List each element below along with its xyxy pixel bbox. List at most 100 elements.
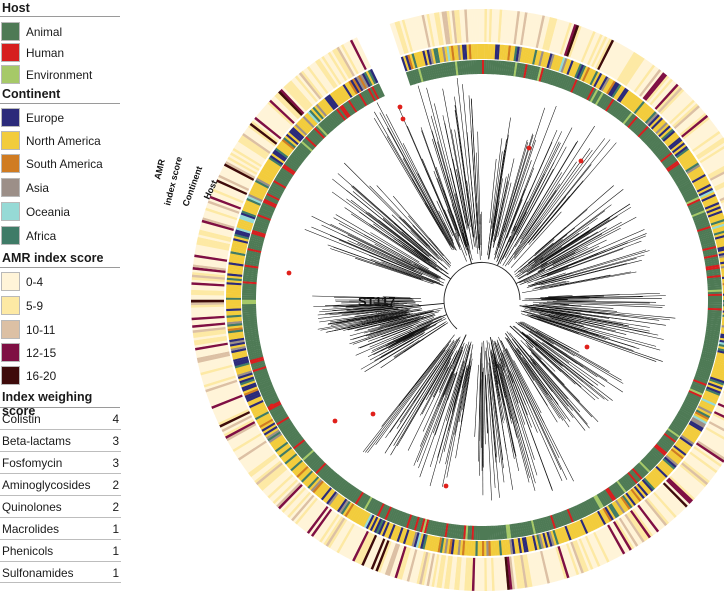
branch (514, 148, 591, 255)
ring-segment (291, 461, 305, 473)
ring-segment (700, 148, 724, 166)
ring-segment (237, 222, 253, 230)
ring-segment (697, 440, 724, 461)
ring-segment (621, 110, 632, 124)
ring-segment (229, 253, 246, 259)
ring-segment (242, 132, 271, 154)
ring-segment (696, 367, 711, 375)
ring-segment (700, 356, 715, 363)
ring-segment (394, 526, 402, 542)
ring-segment (570, 523, 578, 539)
ring-segment (243, 268, 258, 273)
ring-segment (226, 308, 242, 312)
branch (524, 360, 553, 401)
tip-marker (332, 418, 338, 424)
ring-segment (667, 451, 681, 463)
ring-segment (498, 44, 503, 60)
ring-segment (249, 191, 264, 201)
branch (455, 358, 473, 459)
ring-segment (596, 493, 606, 507)
ring-segment (288, 130, 302, 142)
ring-segment (274, 94, 300, 120)
branch (445, 366, 468, 465)
ring-segment (600, 77, 611, 92)
ring-segment (461, 540, 466, 556)
ring-segment (605, 44, 624, 75)
ring-segment (260, 467, 288, 491)
branch (317, 307, 414, 319)
ring-segment (287, 81, 312, 109)
ring-segment (661, 153, 674, 165)
ring-segment (618, 89, 630, 103)
ring-segment (356, 492, 366, 506)
ring-segment (680, 434, 695, 446)
ring-segment (195, 344, 229, 354)
ring-segment (630, 98, 642, 112)
branch (522, 271, 637, 293)
ring-segment (470, 44, 474, 60)
ring-segment (226, 275, 243, 279)
ring-segment (497, 557, 503, 591)
ring-segment (576, 64, 585, 80)
ring-segment (635, 102, 647, 116)
ring-segment (283, 137, 297, 149)
ring-segment (721, 321, 724, 324)
ring-segment (274, 412, 288, 422)
ring-segment (663, 456, 677, 469)
ring-segment (594, 494, 604, 508)
ring-segment (589, 89, 599, 103)
branch (522, 333, 563, 367)
ring-segment (598, 94, 608, 108)
ring-segment (666, 96, 692, 121)
ring-segment (491, 525, 495, 540)
ring-segment (720, 396, 724, 401)
ring-segment (203, 375, 236, 388)
ring-segment (536, 534, 542, 550)
ring-segment (670, 140, 684, 152)
ring-segment (691, 447, 721, 470)
branch (320, 314, 403, 331)
ring-segment (363, 535, 380, 567)
ring-segment (193, 259, 227, 267)
branch (518, 322, 554, 345)
branch (539, 248, 579, 270)
ring-segment (704, 202, 720, 210)
ring-segment (717, 348, 724, 352)
branch (537, 311, 605, 327)
branch (317, 306, 404, 316)
ring-segment (671, 142, 686, 154)
ring-segment (302, 139, 315, 151)
ring-segment (327, 114, 339, 127)
ring-segment (681, 114, 709, 138)
ring-segment (618, 517, 639, 547)
ring-segment (215, 181, 247, 198)
ring-segment (579, 83, 588, 97)
ring-segment (246, 451, 275, 474)
ring-segment (575, 504, 584, 519)
ring-segment (662, 130, 676, 143)
branch (554, 311, 598, 320)
branch (515, 257, 544, 277)
branch (456, 77, 477, 248)
ring-segment (197, 355, 231, 366)
branch (489, 158, 497, 223)
ring-segment (224, 420, 256, 439)
ring-segment (354, 95, 365, 109)
ring-segment (622, 515, 643, 545)
ring-segment (438, 522, 443, 537)
ring-segment (320, 99, 333, 113)
ring-segment (604, 525, 624, 556)
ring-segment (531, 552, 541, 586)
ring-segment (544, 17, 556, 51)
ring-segment (334, 109, 345, 122)
branch (459, 175, 474, 250)
branch (453, 349, 470, 410)
ring-segment (482, 60, 485, 75)
ring-segment (272, 151, 286, 162)
ring-segment (685, 162, 700, 173)
branch (525, 190, 557, 237)
branch (329, 235, 423, 275)
ring-segment (504, 539, 509, 555)
ring-segment (640, 501, 664, 530)
ring-segment (244, 201, 260, 210)
